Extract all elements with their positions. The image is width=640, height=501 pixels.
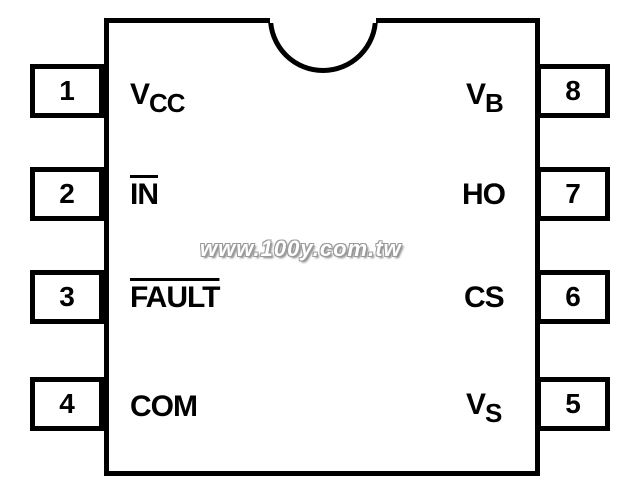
pin-1-box: 1 (30, 64, 104, 118)
pin-4-box: 4 (30, 377, 104, 431)
pin-5-number: 5 (565, 388, 581, 419)
label-vcc: VCC (130, 78, 186, 118)
watermark-text: www.100y.com.tw (200, 236, 402, 261)
label-com: COM (130, 390, 198, 423)
pin-7-box: 7 (536, 167, 610, 221)
label-ho: HO (462, 178, 506, 211)
pin-2-box: 2 (30, 167, 104, 221)
pin-1-number: 1 (59, 75, 75, 106)
ic-package-body (104, 18, 540, 476)
label-in: IN (130, 178, 159, 211)
pin-6-box: 6 (536, 270, 610, 324)
pin-5-box: 5 (536, 377, 610, 431)
pin-3-box: 3 (30, 270, 104, 324)
pin-7-number: 7 (565, 178, 581, 209)
pin-3-number: 3 (59, 281, 75, 312)
label-fault: FAULT (130, 281, 220, 314)
pin-2-number: 2 (59, 178, 75, 209)
label-cs: CS (464, 281, 505, 314)
pin-8-box: 8 (536, 64, 610, 118)
pin-8-number: 8 (565, 75, 581, 106)
pin1-notch (268, 18, 378, 73)
label-vb: VB (466, 78, 504, 118)
label-vs: VS (466, 388, 502, 428)
pin-4-number: 4 (59, 388, 75, 419)
pin-6-number: 6 (565, 281, 581, 312)
